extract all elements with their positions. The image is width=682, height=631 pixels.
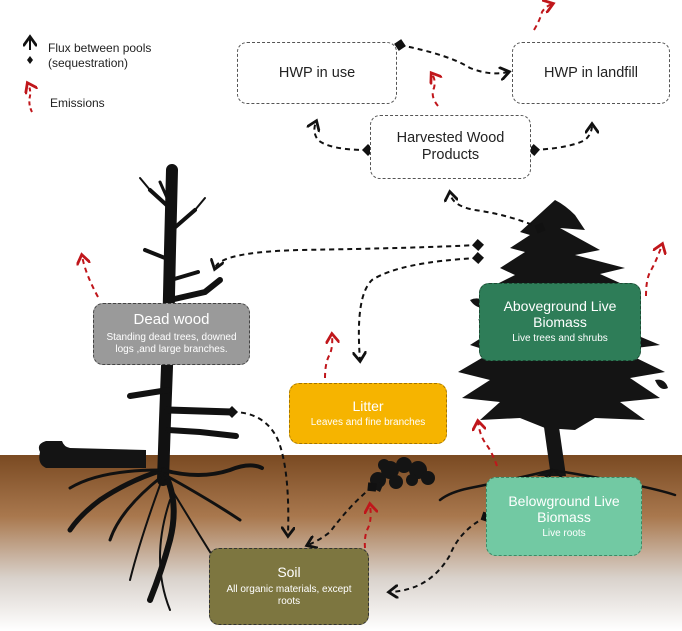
legend-emissions-label: Emissions [50, 96, 105, 110]
emission-arrows [82, 4, 662, 549]
pool-harvested-wood-products: Harvested Wood Products [370, 115, 531, 179]
pool-hwp-in-use: HWP in use [237, 42, 397, 104]
pool-harvested-title-line2: Products [421, 147, 480, 163]
flux-arrow-biomass-to-litter [359, 258, 478, 360]
pool-dead-wood-subtitle: Standing dead trees, downed logs ,and la… [106, 331, 237, 356]
pool-dead-wood: Dead wood Standing dead trees, downed lo… [93, 303, 250, 365]
pool-belowground-live-biomass: Belowground Live Biomass Live roots [486, 477, 642, 556]
pool-harvested-title-line1: Harvested Wood [396, 130, 505, 147]
pool-belowground-subtitle: Live roots [542, 527, 586, 539]
flux-arrow-deadwood-to-soil [232, 412, 288, 535]
pool-soil-subtitle: All organic materials, except roots [226, 583, 352, 608]
flux-arrow-hwp-use-to-landfill [400, 45, 508, 73]
emission-arrow-deadwood [82, 256, 99, 298]
pool-aboveground-title-line2: Biomass [533, 314, 587, 331]
legend-flux-line2: (sequestration) [48, 56, 129, 70]
emission-arrow-soil [365, 505, 371, 549]
pool-belowground-title-line2: Biomass [537, 508, 591, 525]
flux-arrow-biomass-to-deadwood [215, 245, 478, 268]
shrub-silhouette [370, 457, 435, 492]
emission-arrow-landfill [533, 4, 552, 31]
pool-hwp-in-use-title: HWP in use [278, 64, 356, 81]
pool-litter: Litter Leaves and fine branches [289, 383, 447, 444]
pool-aboveground-title-line1: Aboveground Live [503, 298, 617, 315]
pool-aboveground-live-biomass: Aboveground Live Biomass Live trees and … [479, 283, 641, 361]
emission-arrow-aboveground [645, 245, 662, 297]
flux-arrow-harvested-to-landfill [534, 125, 592, 150]
pool-litter-subtitle: Leaves and fine branches [310, 416, 426, 428]
pool-hwp-in-landfill-title: HWP in landfill [543, 64, 639, 81]
pool-litter-title: Litter [352, 397, 384, 414]
pool-hwp-in-landfill: HWP in landfill [512, 42, 670, 104]
emission-arrow-harvested [432, 74, 438, 107]
legend-icons [27, 38, 33, 113]
emission-arrow-litter [324, 335, 332, 379]
flux-arrows [215, 45, 592, 592]
flux-arrow-harvested-to-hwp-use [314, 122, 368, 150]
pool-belowground-title-line1: Belowground Live [508, 492, 620, 509]
pool-aboveground-subtitle: Live trees and shrubs [512, 333, 608, 345]
legend-emission-arrow-icon [28, 84, 32, 113]
legend-flux-line1: Flux between pools [48, 41, 152, 55]
fallen-log-silhouette [38, 441, 146, 468]
pool-dead-wood-title: Dead wood [133, 311, 210, 329]
pool-soil: Soil All organic materials, except roots [209, 548, 369, 625]
flux-arrow-biomass-to-harvested [450, 193, 540, 228]
emission-arrow-belowground [478, 422, 498, 467]
pool-soil-title: Soil [277, 564, 301, 581]
legend-flux-diamond-icon [27, 56, 33, 64]
legend-flux-label: Flux between pools (sequestration) [48, 41, 151, 71]
